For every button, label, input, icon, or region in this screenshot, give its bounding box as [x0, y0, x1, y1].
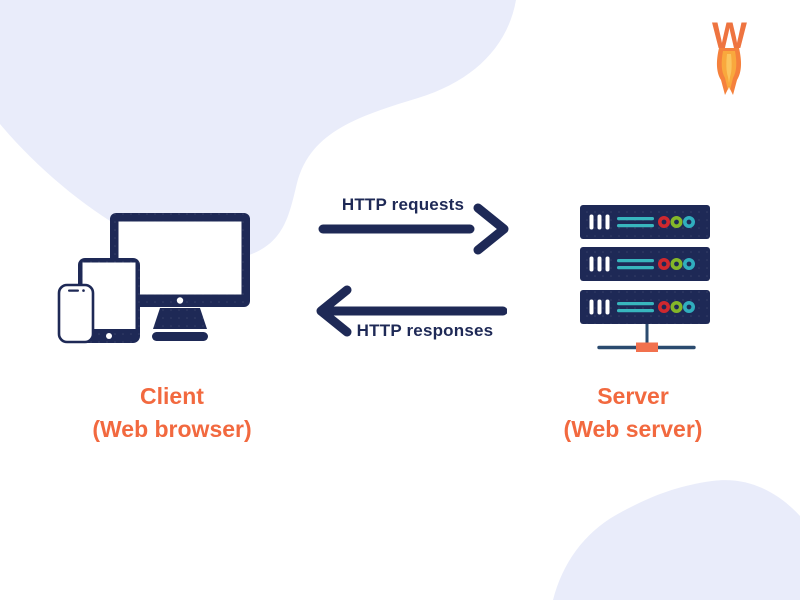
blob-top-left [0, 0, 516, 261]
server-subtitle: (Web server) [563, 416, 703, 442]
server-rack-icon [580, 205, 710, 352]
client-devices-icon [57, 213, 250, 344]
server-unit-1 [580, 205, 710, 239]
http-responses-label: HTTP responses [356, 321, 494, 340]
network-connector [597, 320, 696, 352]
server-unit-2 [580, 247, 710, 281]
client-subtitle: (Web browser) [92, 416, 252, 442]
arrow-right-icon [318, 203, 509, 255]
arrow-left-icon [316, 285, 507, 337]
server-unit-3 [580, 290, 710, 324]
phone-icon [57, 283, 95, 344]
logo-flame-icon [716, 48, 742, 95]
client-label: Client (Web browser) [72, 380, 272, 446]
server-label: Server (Web server) [533, 380, 733, 446]
monitor-icon [110, 213, 250, 341]
server-title: Server [597, 383, 669, 409]
client-title: Client [140, 383, 204, 409]
wp-rocket-logo-icon: W [703, 15, 755, 102]
logo-letter: W [712, 15, 747, 56]
blob-bottom-right [553, 480, 800, 600]
http-requests-label: HTTP requests [341, 195, 465, 214]
